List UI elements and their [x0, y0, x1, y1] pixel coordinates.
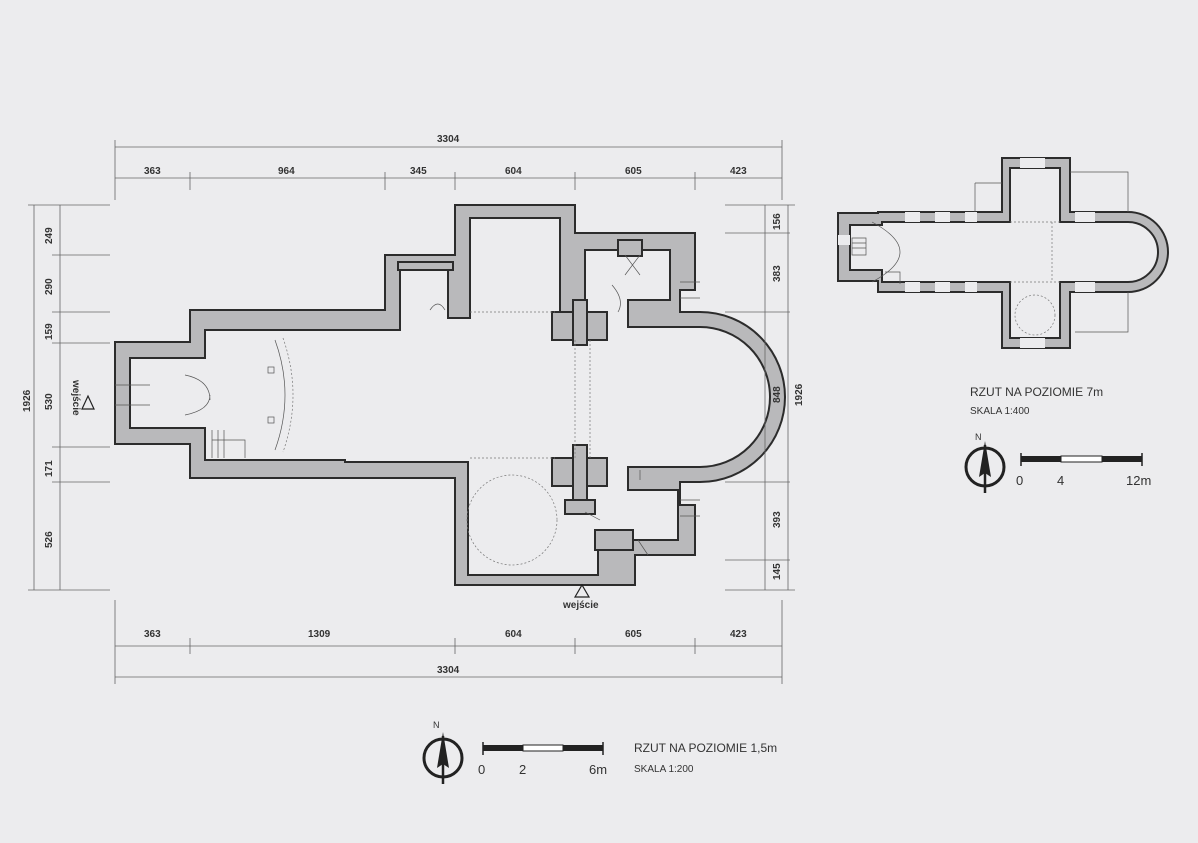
- dim-left-5: 526: [44, 531, 55, 548]
- dim-top-2: 345: [410, 166, 427, 177]
- dim-bottom-1: 1309: [308, 629, 331, 640]
- small-plan-scale: SKALA 1:400: [970, 406, 1030, 417]
- dim-bottom-0: 363: [144, 629, 161, 640]
- left-dimensions: [28, 204, 110, 591]
- dim-top-total: 3304: [437, 134, 460, 145]
- annex-wall: [397, 261, 454, 271]
- top-dimensions: [114, 140, 783, 200]
- dim-left-total: 1926: [22, 389, 33, 412]
- entrance-south-arrow-icon: [573, 583, 591, 598]
- scalebar-small-1: 4: [1057, 473, 1064, 488]
- sacristy-wall: [564, 499, 596, 515]
- dim-bottom-2: 604: [505, 629, 522, 640]
- entrance-west-label: wejście: [70, 379, 81, 416]
- pier-north-stem: [572, 299, 588, 346]
- dim-right-2: 848: [772, 386, 783, 403]
- small-floor-plan: [837, 157, 1169, 349]
- small-legend: RZUT NA POZIOMIE 7m SKALA 1:400 N 0 4 12…: [964, 385, 1151, 493]
- entrance-south-label: wejście: [562, 600, 599, 611]
- dim-top-5: 423: [730, 166, 747, 177]
- dim-bottom-total: 3304: [437, 665, 460, 676]
- dim-right-0: 156: [772, 213, 783, 230]
- scalebar-small-2: 12m: [1126, 473, 1151, 488]
- dim-left-3: 530: [44, 393, 55, 410]
- sacristy-wall-2: [594, 529, 634, 551]
- dim-left-0: 249: [44, 227, 55, 244]
- north-label-small: N: [975, 432, 982, 442]
- scalebar-main-1: 2: [519, 762, 526, 777]
- scalebar-main-0: 0: [478, 762, 485, 777]
- right-dimensions: [725, 204, 795, 591]
- scalebar-small: [1020, 453, 1143, 466]
- dim-top-1: 964: [278, 166, 295, 177]
- scalebar-small-0: 0: [1016, 473, 1023, 488]
- dim-right-3: 393: [772, 511, 783, 528]
- bottom-dimensions: [114, 600, 783, 684]
- dim-top-0: 363: [144, 166, 161, 177]
- dim-top-4: 605: [625, 166, 642, 177]
- scalebar-main: [482, 742, 604, 755]
- niche-north: [617, 239, 643, 257]
- dim-left-4: 171: [44, 460, 55, 477]
- dim-right-4: 145: [772, 563, 783, 580]
- main-plan-scale: SKALA 1:200: [634, 764, 694, 775]
- dim-left-2: 159: [44, 323, 55, 340]
- scalebar-main-2: 6m: [589, 762, 607, 777]
- main-legend: N 0 2 6m RZUT NA POZIOMIE 1,5m SKALA 1:2…: [422, 720, 777, 784]
- dim-bottom-4: 423: [730, 629, 747, 640]
- dim-left-1: 290: [44, 278, 55, 295]
- dim-right-total: 1926: [794, 383, 805, 406]
- dim-right-1: 383: [772, 265, 783, 282]
- main-floor-plan: wejście wejście 3304 363 964 345 604 605…: [22, 134, 805, 684]
- north-arrow-main-icon: [422, 732, 464, 784]
- entrance-west-arrow-icon: [81, 394, 95, 410]
- main-plan-title: RZUT NA POZIOMIE 1,5m: [634, 741, 777, 755]
- north-label-main: N: [433, 720, 440, 730]
- small-plan-title: RZUT NA POZIOMIE 7m: [970, 385, 1103, 399]
- dim-bottom-3: 605: [625, 629, 642, 640]
- north-arrow-small-icon: [964, 441, 1006, 493]
- dim-top-3: 604: [505, 166, 522, 177]
